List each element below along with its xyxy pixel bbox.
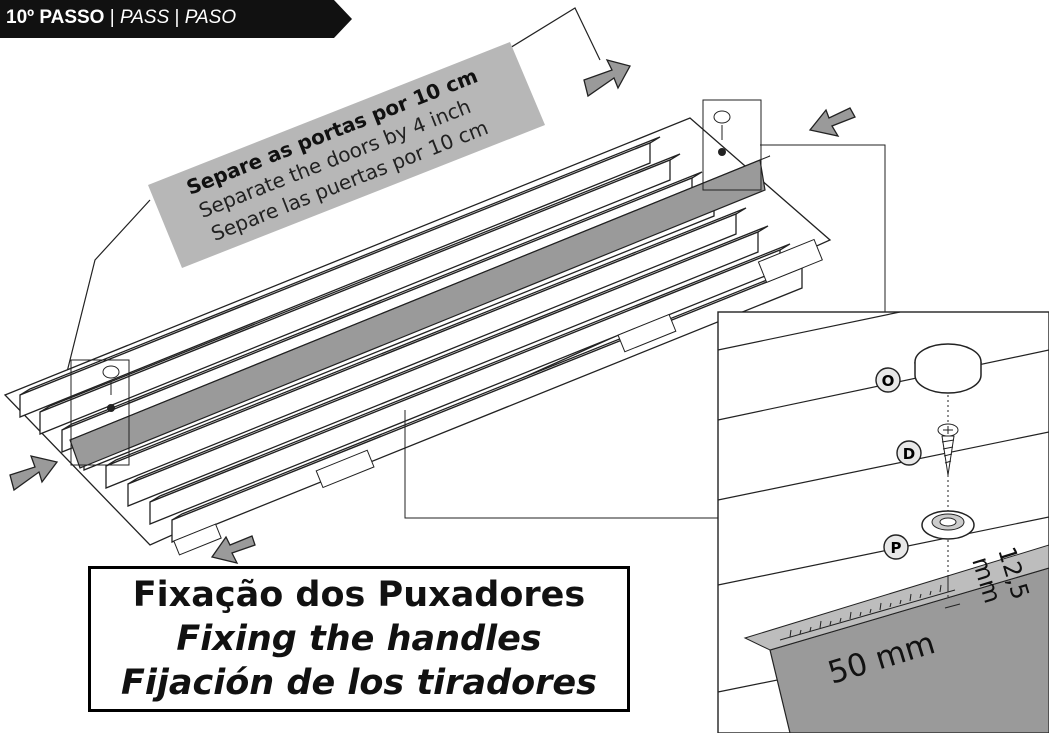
step-number: 10º PASSO <box>6 7 105 28</box>
part-badge-d: D <box>896 440 922 466</box>
title-english: Fixing the handles <box>176 619 542 659</box>
step-spanish: PASO <box>184 7 237 28</box>
handle-cap-o-icon <box>914 343 982 394</box>
title-portuguese: Fixação dos Puxadores <box>132 575 586 615</box>
zoom-leader-top <box>760 144 886 312</box>
title-spanish: Fijación de los tiradores <box>121 663 597 703</box>
direction-arrows <box>9 59 856 564</box>
part-label-d: D <box>903 445 915 463</box>
step-separator-2: | <box>169 7 185 28</box>
zoom-leader-bottom <box>404 410 718 519</box>
note-leader-left <box>59 199 151 401</box>
step-separator: | <box>104 7 120 28</box>
part-badge-o: O <box>875 367 901 393</box>
step-label: 10º PASSO | PASS | PASO <box>6 7 236 29</box>
handle-bar-top <box>69 155 771 441</box>
nut-p-icon <box>921 510 975 540</box>
part-label-o: O <box>882 372 895 390</box>
title-box: Fixação dos Puxadores Fixing the handles… <box>88 566 630 712</box>
ruler-ticks <box>779 575 961 641</box>
screw-d-icon <box>937 423 959 476</box>
step-banner-shape <box>0 0 352 38</box>
note-box <box>148 42 545 268</box>
step-banner: 10º PASSO | PASS | PASO <box>0 0 352 38</box>
step-english: PASS <box>119 7 170 28</box>
small-handle-right <box>713 110 731 156</box>
part-label-p: P <box>891 539 902 557</box>
detail-box-left <box>70 359 130 466</box>
door-hinges <box>173 238 823 556</box>
small-handle-left <box>102 365 120 412</box>
part-badge-p: P <box>883 534 909 560</box>
